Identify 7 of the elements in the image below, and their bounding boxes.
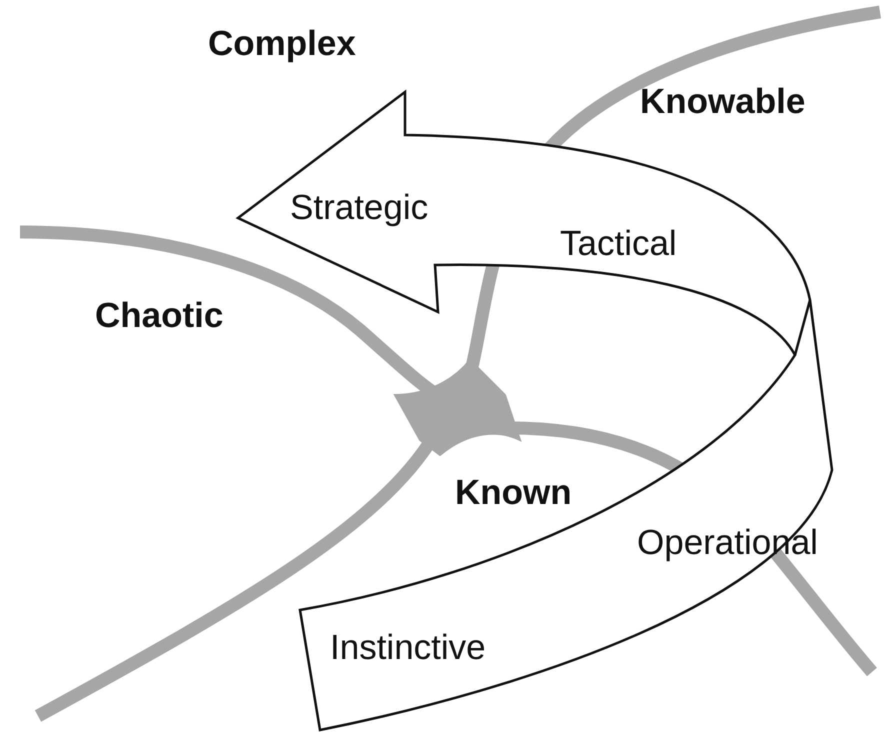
level-label: Strategic [290,188,428,228]
domain-label: Complex [208,24,356,64]
domain-label: Knowable [640,82,806,122]
domain-label: Known [455,473,572,513]
domain-label: Chaotic [95,296,224,336]
level-label: Instinctive [330,628,486,668]
level-label: Tactical [560,224,677,264]
